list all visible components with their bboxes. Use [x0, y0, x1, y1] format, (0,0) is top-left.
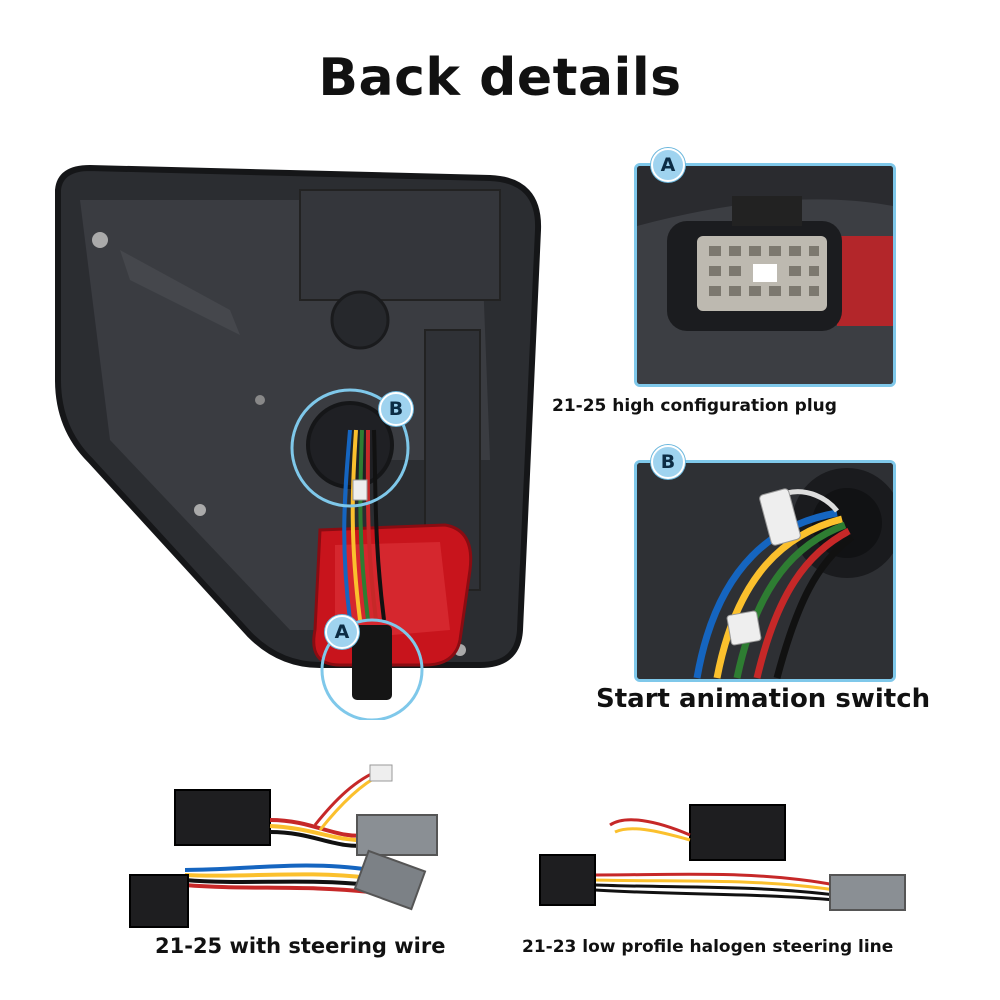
steering-wire-caption: 21-25 with steering wire: [155, 934, 446, 958]
page-title: Back details: [318, 48, 682, 108]
callout-badge-a-detail: A: [651, 148, 685, 182]
callout-badge-b-detail: B: [651, 445, 685, 479]
steering-wire-harness-image: [125, 760, 445, 930]
halogen-steering-line-image: [535, 790, 920, 920]
callout-badge-a-main: A: [325, 615, 359, 649]
plug-caption: 21-25 high configuration plug: [552, 396, 837, 416]
switch-detail-image: [634, 460, 896, 682]
callout-badge-b-main: B: [379, 392, 413, 426]
plug-detail-image: [634, 163, 896, 387]
halogen-steering-caption: 21-23 low profile halogen steering line: [522, 937, 894, 957]
switch-caption: Start animation switch: [596, 684, 931, 714]
tail-light-back-image: [50, 160, 550, 720]
